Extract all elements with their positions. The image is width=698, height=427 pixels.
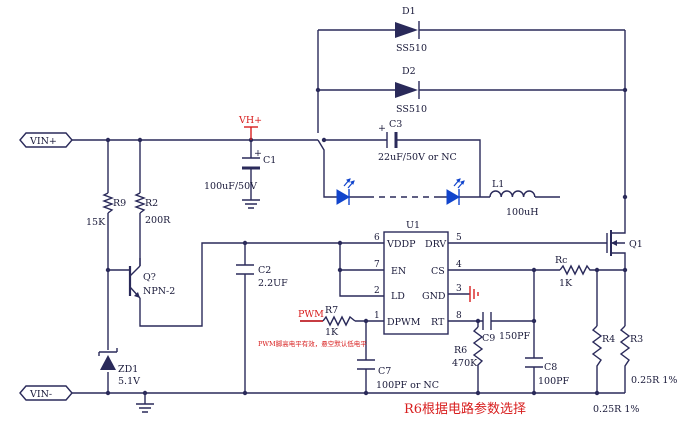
capacitor-c7: C7 100PF or NC bbox=[357, 359, 439, 391]
ic-u1: U1 VDDP DRV EN CS LD GND DPWM RT 6 7 2 1… bbox=[372, 220, 462, 335]
svg-text:6: 6 bbox=[374, 233, 380, 243]
transistor-npn: Q? NPN-2 bbox=[128, 265, 175, 299]
vin-plus-port: VIN+ bbox=[19, 132, 73, 148]
junction-dots bbox=[105, 87, 628, 396]
vin-minus-label: VIN- bbox=[29, 389, 52, 400]
r7-ref: R7 bbox=[325, 305, 338, 316]
r4-ref: R4 bbox=[602, 334, 615, 345]
capacitor-c8: C8 100PF bbox=[525, 357, 570, 387]
svg-text:DRV: DRV bbox=[425, 239, 446, 250]
c2-value: 2.2UF bbox=[258, 278, 288, 289]
d1-ref: D1 bbox=[402, 6, 416, 17]
l1-value: 100uH bbox=[506, 207, 539, 218]
d2-value: SS510 bbox=[396, 104, 427, 115]
svg-text:4: 4 bbox=[456, 260, 462, 270]
r2-value: 200R bbox=[145, 215, 171, 226]
vin-minus-port: VIN- bbox=[19, 385, 73, 401]
resistor-r4: R4 0.25R 1% bbox=[591, 325, 639, 415]
c7-value: 100PF or NC bbox=[376, 380, 439, 391]
capacitor-c2: C2 2.2UF bbox=[236, 264, 288, 289]
u1-ref: U1 bbox=[406, 220, 420, 231]
mosfet-q1: Q1 bbox=[606, 228, 643, 256]
c8-value: 100PF bbox=[538, 376, 570, 387]
c9-value: 150PF bbox=[499, 331, 531, 342]
svg-text:VDDP: VDDP bbox=[386, 239, 416, 250]
svg-text:DPWM: DPWM bbox=[387, 317, 421, 328]
capacitor-c3: + C3 22uF/50V or NC bbox=[378, 119, 457, 163]
svg-text:1: 1 bbox=[374, 311, 380, 321]
d1-value: SS510 bbox=[396, 43, 427, 54]
r3-value: 0.25R 1% bbox=[631, 375, 677, 386]
d2-ref: D2 bbox=[402, 66, 416, 77]
svg-text:+: + bbox=[254, 148, 262, 159]
zener-zd1: ZD1 5.1V bbox=[98, 348, 140, 387]
c7-ref: C7 bbox=[378, 366, 391, 377]
svg-text:+: + bbox=[378, 123, 386, 134]
pwm-note: PWM脚高电平有效，悬空默认低电平 bbox=[258, 339, 367, 348]
r9-value: 15K bbox=[86, 217, 106, 228]
r9-ref: R9 bbox=[113, 198, 126, 209]
diode-d1: D1 SS510 bbox=[395, 6, 427, 54]
c9-ref: C9 bbox=[482, 333, 495, 344]
vin-plus-label: VIN+ bbox=[29, 136, 57, 147]
c8-ref: C8 bbox=[544, 362, 557, 373]
vh-plus-net: VH+ bbox=[238, 115, 262, 140]
svg-text:7: 7 bbox=[374, 260, 380, 270]
pwm-label: PWM bbox=[298, 309, 324, 320]
vh-plus-label: VH+ bbox=[238, 115, 262, 126]
svg-text:8: 8 bbox=[456, 311, 462, 321]
q-npn-ref: Q? bbox=[143, 272, 156, 283]
r6-ref: R6 bbox=[454, 345, 467, 356]
wires bbox=[72, 29, 626, 404]
resistor-r3: R3 0.25R 1% bbox=[619, 325, 677, 386]
inductor-l1: L1 100uH bbox=[489, 179, 539, 218]
c2-ref: C2 bbox=[258, 265, 271, 276]
capacitor-c9: C9 150PF bbox=[482, 312, 531, 344]
resistor-rc: Rc 1K bbox=[555, 255, 593, 289]
led-2 bbox=[446, 178, 465, 205]
r7-value: 1K bbox=[325, 327, 339, 338]
capacitor-c1: + C1 100uF/50V bbox=[204, 148, 276, 209]
l1-ref: L1 bbox=[492, 179, 504, 190]
q-npn-value: NPN-2 bbox=[143, 286, 175, 297]
ground-symbol-pin3 bbox=[469, 286, 479, 302]
svg-text:RT: RT bbox=[431, 317, 445, 328]
led-1 bbox=[336, 178, 355, 205]
rc-value: 1K bbox=[559, 278, 573, 289]
svg-text:EN: EN bbox=[391, 266, 406, 277]
zd1-value: 5.1V bbox=[118, 376, 140, 387]
svg-text:2: 2 bbox=[374, 286, 380, 296]
r2-ref: R2 bbox=[145, 198, 158, 209]
r6-value: 470K bbox=[452, 358, 478, 369]
c1-value: 100uF/50V bbox=[204, 181, 257, 192]
diode-d2: D2 SS510 bbox=[395, 66, 427, 115]
r3-ref: R3 bbox=[630, 334, 643, 345]
c1-ref: C1 bbox=[263, 155, 276, 166]
svg-text:3: 3 bbox=[456, 284, 462, 294]
rc-ref: Rc bbox=[555, 255, 567, 266]
svg-text:GND: GND bbox=[422, 291, 446, 302]
resistor-r2: R2 200R bbox=[134, 192, 171, 226]
pwm-net: PWM bbox=[298, 309, 324, 322]
c3-value: 22uF/50V or NC bbox=[378, 152, 457, 163]
r6-selection-note: R6根据电路参数选择 bbox=[404, 401, 526, 417]
svg-text:LD: LD bbox=[391, 291, 405, 302]
c3-ref: C3 bbox=[389, 119, 402, 130]
resistor-r9: R9 15K bbox=[86, 192, 126, 228]
resistor-r6: R6 470K bbox=[452, 326, 484, 370]
ground-symbol-bottom bbox=[136, 403, 154, 413]
zd1-ref: ZD1 bbox=[118, 364, 138, 375]
svg-text:5: 5 bbox=[456, 233, 462, 243]
svg-text:CS: CS bbox=[431, 266, 445, 277]
r4-value: 0.25R 1% bbox=[593, 404, 639, 415]
resistor-r7: R7 1K bbox=[322, 305, 356, 338]
q1-ref: Q1 bbox=[629, 239, 643, 250]
